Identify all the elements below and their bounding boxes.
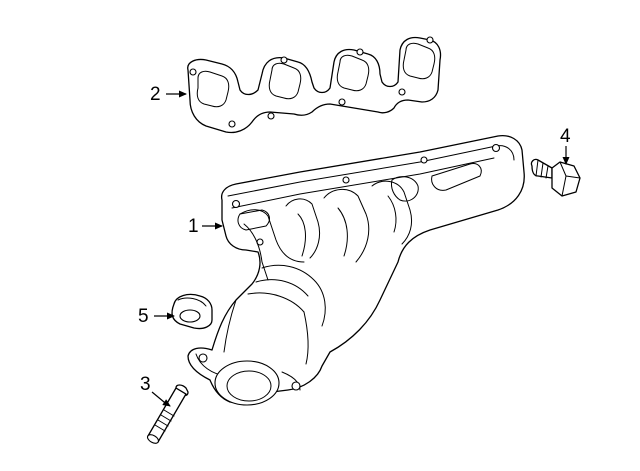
- callout-label-5: 5: [138, 306, 149, 327]
- callout-label-2: 2: [150, 84, 161, 105]
- callout-3: 3: [140, 374, 171, 407]
- exhaust-manifold: [187, 134, 525, 406]
- callout-label-1: 1: [188, 216, 199, 237]
- callout-label-4: 4: [560, 126, 571, 147]
- grommet: [171, 293, 213, 330]
- manifold-stud: [146, 384, 189, 444]
- callout-2: 2: [150, 84, 187, 105]
- manifold-bolt: [530, 158, 581, 197]
- callout-5: 5: [138, 306, 175, 327]
- manifold-gasket: [187, 36, 442, 134]
- callout-4: 4: [560, 126, 571, 165]
- callout-label-3: 3: [140, 374, 151, 395]
- callout-1: 1: [188, 216, 223, 237]
